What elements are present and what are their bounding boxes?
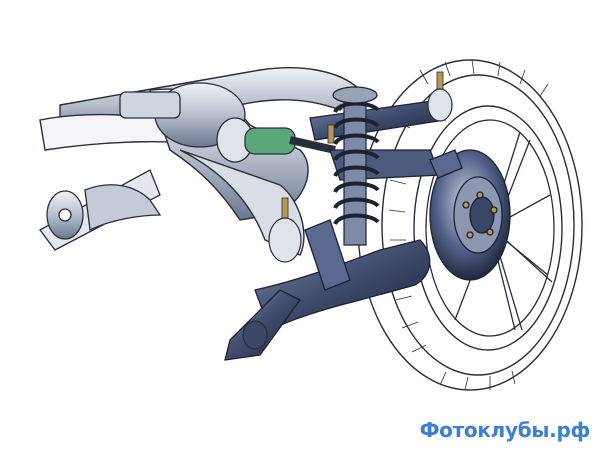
brake-disc <box>429 149 511 281</box>
left-hub-flange <box>39 169 162 251</box>
brake-caliper <box>429 149 463 179</box>
wheel-studs <box>462 191 498 239</box>
differential <box>119 82 336 163</box>
watermark-text: Фотоклубы.рф <box>419 418 591 442</box>
coil-spring <box>332 86 380 246</box>
bushings <box>242 88 453 350</box>
cv-joint-boot <box>244 127 296 155</box>
